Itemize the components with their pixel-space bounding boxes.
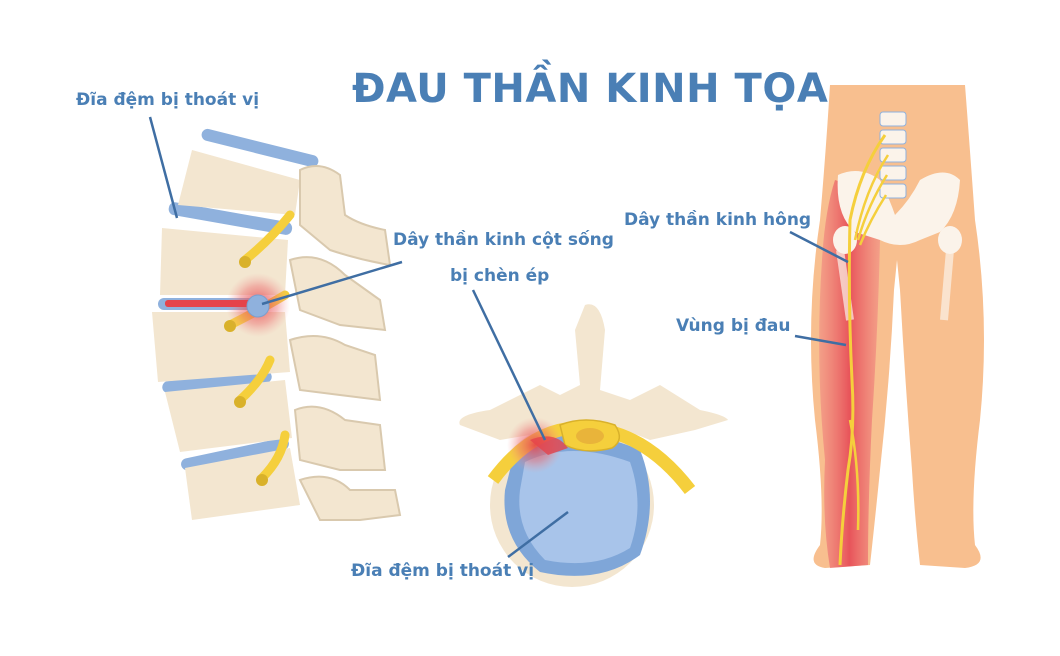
label-compressed-nerve-line1: Dây thần kinh cột sống bbox=[393, 230, 614, 250]
label-sciatic-nerve: Dây thần kinh hông bbox=[624, 210, 812, 230]
body-back-view bbox=[811, 85, 984, 568]
side-spine-view bbox=[152, 128, 402, 521]
label-pain-area: Vùng bị đau bbox=[676, 316, 791, 336]
label-herniated-disc-side: Đĩa đệm bị thoát vị bbox=[76, 90, 260, 110]
leader-lines bbox=[148, 116, 849, 558]
label-compressed-nerve-line2: bị chèn ép bbox=[450, 266, 550, 286]
page-title: ĐAU THẦN KINH TỌA bbox=[352, 66, 829, 112]
vertebra-top-view bbox=[459, 304, 728, 587]
label-herniated-disc-top: Đĩa đệm bị thoát vị bbox=[351, 561, 535, 581]
